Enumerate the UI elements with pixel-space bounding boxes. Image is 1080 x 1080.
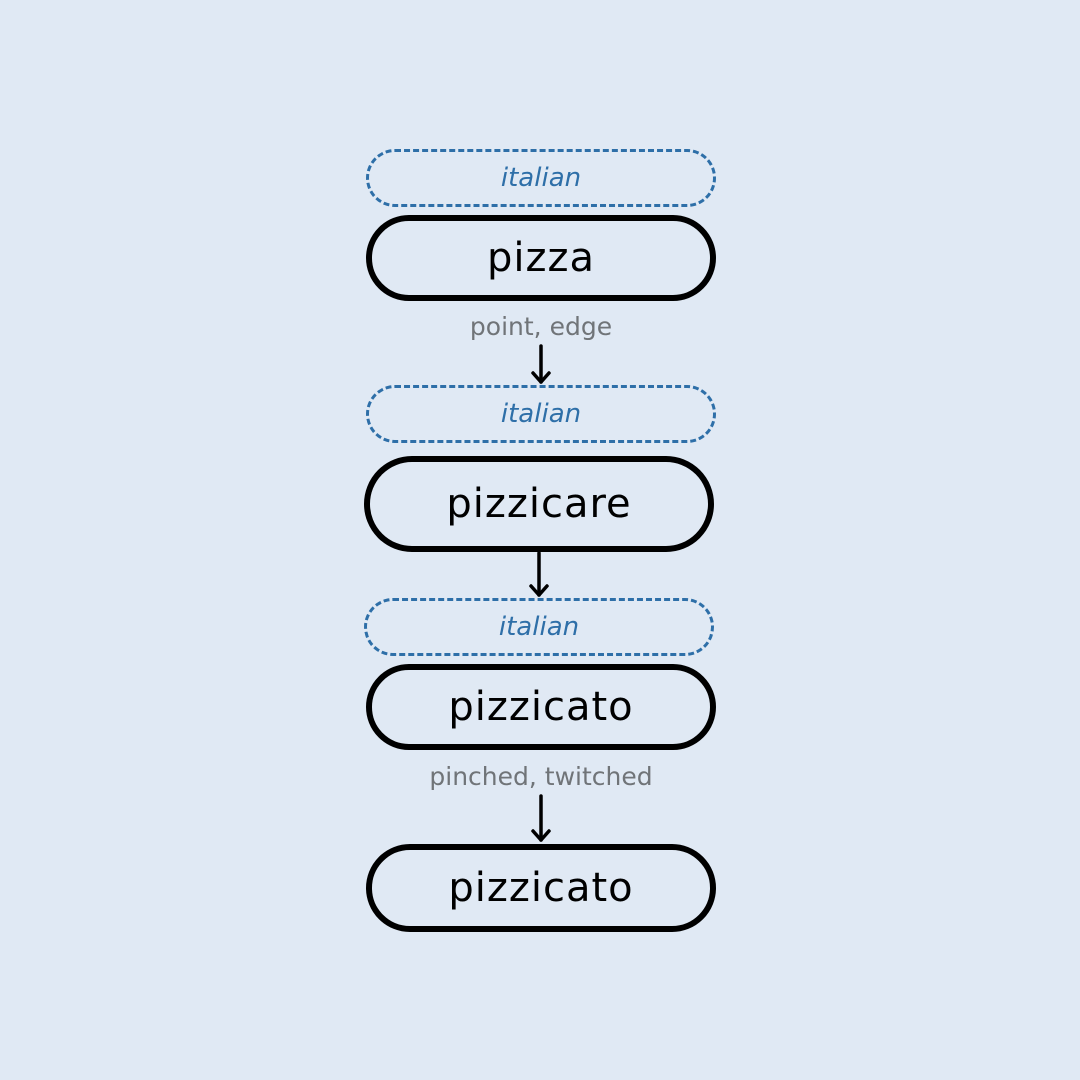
gloss-1: point, edge — [469, 312, 613, 341]
word-node-3: pizzicato — [366, 664, 716, 750]
language-tag-2: italian — [366, 385, 716, 443]
arrow-2 — [529, 551, 549, 597]
arrow-1 — [531, 344, 551, 384]
gloss-3: pinched, twitched — [429, 762, 653, 791]
language-tag-1: italian — [366, 149, 716, 207]
language-tag-3: italian — [364, 598, 714, 656]
word-node-1: pizza — [366, 215, 716, 301]
word-node-4: pizzicato — [366, 844, 716, 932]
arrow-3 — [531, 794, 551, 842]
word-node-2: pizzicare — [364, 456, 714, 552]
